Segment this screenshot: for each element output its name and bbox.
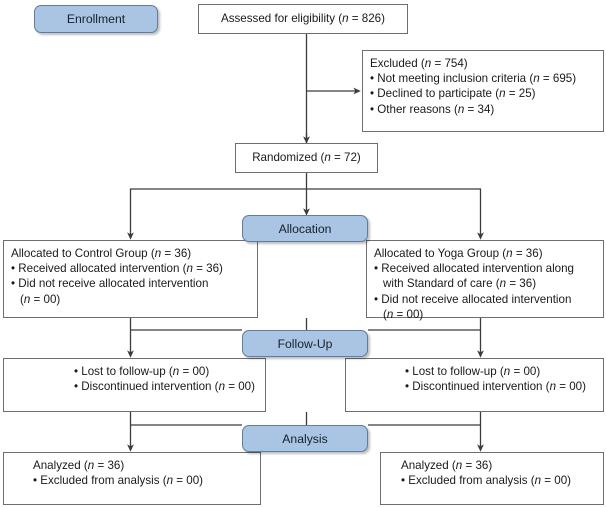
n-symbol: n [87,459,95,472]
alloc-yoga-received-cont: with Standard of care (n = 36) [383,277,537,291]
n-symbol: n [166,474,174,488]
fu-yoga-discontinued: • Discontinued intervention (n = 00) [405,380,586,394]
fu-yoga-lost: • Lost to follow-up (n = 00) [405,365,541,378]
n-symbol: n [23,292,31,306]
n-symbol: n [499,277,507,291]
alloc-yoga-heading: Allocated to Yoga Group (n = 36) [374,247,543,260]
alloc-control-received: • Received allocated intervention (n = 3… [11,262,223,276]
n-symbol: n [534,474,542,488]
node-followup-yoga: • Lost to follow-up (n = 00) • Discontin… [345,358,604,412]
stage-label-analysis: Analysis [282,431,328,446]
n-symbol: n [218,380,226,394]
excluded-heading: Excluded (n = 754) [370,57,468,70]
stage-pill-analysis: Analysis [242,425,368,452]
excluded-reason-0: • Not meeting inclusion criteria (n = 69… [370,72,577,86]
stage-label-enrollment: Enrollment [66,12,126,26]
alloc-yoga-received: • Received allocated intervention along [374,262,574,276]
n-symbol: n [342,12,349,26]
an-yoga-heading: Analyzed (n = 36) [401,459,493,472]
node-allocated-yoga-group: Allocated to Yoga Group (n = 36) • Recei… [366,240,604,321]
an-control-heading: Analyzed (n = 36) [33,459,125,472]
n-symbol: n [386,307,394,321]
node-analyzed-yoga: Analyzed (n = 36) • Excluded from analys… [380,452,604,505]
excluded-reason-2: • Other reasons (n = 34) [370,102,495,116]
n-symbol: n [533,72,540,86]
node-randomized: Randomized (n = 72) [235,143,378,173]
n-symbol: n [154,247,162,260]
fu-control-lost: • Lost to follow-up (n = 00) [74,365,210,378]
n-symbol: n [457,102,465,116]
assessed-text: Assessed for eligibility (n = 826) [220,12,385,26]
an-control-excluded: • Excluded from analysis (n = 00) [33,474,204,488]
alloc-control-notreceived-n: (n = 00) [20,292,61,306]
stage-pill-allocation: Allocation [242,215,368,242]
n-symbol: n [186,262,193,276]
alloc-control-heading: Allocated to Control Group (n = 36) [11,247,192,260]
randomized-text: Randomized (n = 72) [252,151,361,165]
n-symbol: n [424,57,432,70]
node-analyzed-control: Analyzed (n = 36) • Excluded from analys… [3,452,261,505]
alloc-control-notreceived: • Did not receive allocated intervention [11,277,209,291]
stage-pill-enrollment: Enrollment [34,5,158,33]
n-symbol: n [549,380,557,394]
alloc-yoga-notreceived: • Did not receive allocated intervention [374,292,572,306]
stage-label-followup: Follow-Up [277,336,333,351]
an-yoga-excluded: • Excluded from analysis (n = 00) [401,474,572,488]
stage-label-allocation: Allocation [278,221,332,236]
fu-control-discontinued: • Discontinued intervention (n = 00) [74,380,255,394]
node-excluded: Excluded (n = 754) • Not meeting inclusi… [362,50,604,132]
n-symbol: n [506,247,513,260]
n-symbol: n [455,459,463,472]
n-symbol: n [172,365,180,378]
stage-pill-followup: Follow-Up [242,330,368,357]
alloc-yoga-notreceived-n: (n = 00) [383,307,424,321]
excluded-reason-1: • Declined to participate (n = 25) [370,87,536,101]
n-symbol: n [499,87,506,101]
node-assessed-for-eligibility: Assessed for eligibility (n = 826) [198,4,408,34]
node-allocated-control-group: Allocated to Control Group (n = 36) • Re… [3,240,258,318]
node-followup-control: • Lost to follow-up (n = 00) • Discontin… [3,358,266,412]
n-symbol: n [324,151,331,165]
n-symbol: n [503,365,511,378]
